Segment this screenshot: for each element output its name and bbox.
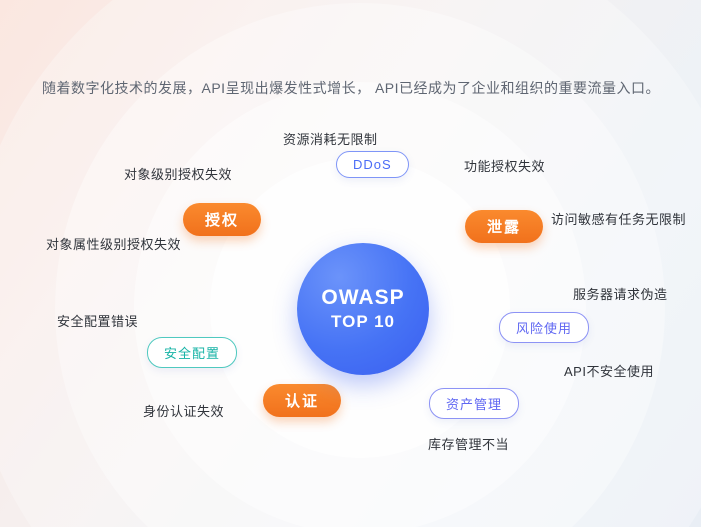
tag-pill-risky-usage: 风险使用 (499, 312, 590, 343)
risk-label-broken-object-property-level-auth: 对象属性级别授权失效 (46, 237, 182, 252)
category-pill-authentication: 认证 (263, 384, 342, 417)
risk-label-unsafe-api-consumption: API不安全使用 (564, 364, 654, 379)
tag-pill-asset-management: 资产管理 (429, 388, 520, 419)
risk-label-unrestricted-sensitive-business-access: 访问敏感有任务无限制 (551, 212, 687, 227)
center-subtitle: TOP 10 (331, 311, 395, 331)
intro-text: 随着数字化技术的发展，API呈现出爆发性式增长， API已经成为了企业和组织的重… (42, 80, 661, 96)
center-title: OWASP (321, 286, 405, 310)
risk-label-improper-inventory-management: 库存管理不当 (428, 437, 510, 452)
risk-label-broken-function-level-auth: 功能授权失效 (464, 159, 546, 174)
risk-label-unrestricted-resource-consumption: 资源消耗无限制 (283, 132, 378, 147)
center-owasp-circle: OWASP TOP 10 (297, 243, 429, 375)
category-pill-authorization: 授权 (183, 203, 262, 236)
risk-label-security-misconfiguration: 安全配置错误 (57, 314, 139, 329)
risk-label-broken-authentication: 身份认证失效 (143, 404, 225, 419)
tag-pill-ddos: DDoS (336, 151, 409, 178)
risk-label-server-side-request-forgery: 服务器请求伪造 (573, 287, 668, 302)
tag-pill-security-config: 安全配置 (147, 337, 238, 368)
risk-label-broken-object-level-auth: 对象级别授权失效 (124, 167, 233, 182)
category-pill-exposure: 泄露 (465, 210, 544, 243)
